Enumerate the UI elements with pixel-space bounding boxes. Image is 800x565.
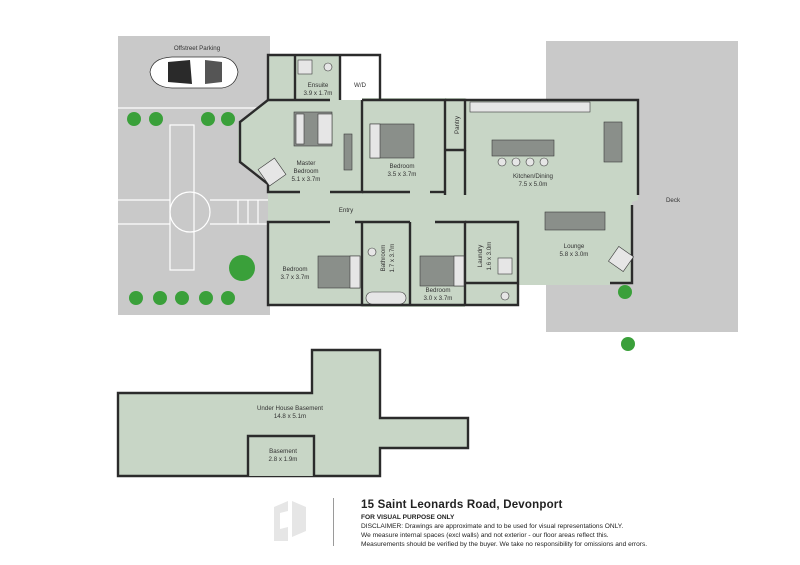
parking-gate (95, 47, 118, 99)
bedroom3-label: Bedroom (282, 266, 307, 273)
bathroom-label: Bathroom (380, 245, 387, 272)
kitchen-island-icon (491, 139, 555, 157)
deck-label: Deck (666, 197, 681, 204)
basement-big-label: Under House Basement (257, 405, 323, 412)
bedroom2-dims: 3.5 x 3.7m (388, 171, 417, 178)
car-icon (149, 56, 239, 89)
bedroom2-label: Bedroom (389, 163, 414, 170)
kitchen-dims: 7.5 x 5.0m (519, 181, 548, 188)
pantry-label: Pantry (454, 115, 461, 134)
laundry-dims: 1.6 x 3.0m (486, 242, 493, 271)
bedroom4-label: Bedroom (425, 287, 450, 294)
footer-divider (333, 498, 334, 546)
side-step (616, 305, 638, 332)
sofa-icon (544, 211, 606, 231)
disclaimer-line-1: DISCLAIMER: Drawings are approximate and… (361, 523, 624, 530)
bedroom4-dims: 3.0 x 3.7m (424, 295, 453, 302)
house-floor (238, 53, 640, 307)
lounge-label: Lounge (564, 243, 585, 250)
wd-label: W/D (354, 82, 367, 89)
master-label-2: Bedroom (293, 168, 318, 175)
visual-purpose-note: FOR VISUAL PURPOSE ONLY (361, 514, 455, 521)
ensuite-dims: 3.9 x 1.7m (304, 90, 333, 97)
master-dims: 5.1 x 3.7m (292, 176, 321, 183)
stools-icon (497, 157, 549, 167)
disclaimer-line-3: Measurements should be verified by the b… (361, 541, 648, 548)
wardrobe-icon (343, 133, 353, 171)
kitchen-bench-icon (469, 101, 591, 113)
bedroom3-bed-icon (317, 255, 361, 289)
dining-table-icon (603, 121, 623, 163)
disclaimer-line-2: We measure internal spaces (excl walls) … (361, 532, 609, 539)
offstreet-parking-label: Offstreet Parking (174, 45, 221, 52)
ensuite-basin-icon (323, 62, 333, 72)
lounge-dims: 5.8 x 3.0m (560, 251, 589, 258)
bathroom-basin-icon (367, 247, 377, 257)
kitchen-label: Kitchen/Dining (513, 173, 553, 180)
laundry-tub-icon (497, 257, 513, 275)
basement-small-label: Basement (269, 448, 297, 455)
armchair-icon (257, 157, 287, 187)
entry-label: Entry (339, 207, 354, 214)
garden-plants (127, 112, 635, 351)
company-logo-icon (274, 501, 306, 541)
bedroom2-bed-icon (369, 123, 415, 159)
master-bed-icon (293, 111, 333, 147)
basement-big-dims: 14.8 x 5.1m (274, 413, 306, 420)
laundry-label: Laundry (477, 244, 484, 267)
master-label-1: Master (297, 160, 316, 167)
basement-small-dims: 2.8 x 1.9m (269, 456, 298, 463)
shower-icon (297, 59, 313, 75)
lounge-chair-icon (608, 246, 634, 272)
bedroom3-dims: 3.7 x 3.7m (281, 274, 310, 281)
room-labels: Offstreet Parking Ensuite 3.9 x 1.7m W/D… (174, 45, 681, 463)
property-address: 15 Saint Leonards Road, Devonport (361, 499, 563, 511)
toilet-icon (500, 291, 510, 301)
ensuite-label: Ensuite (308, 82, 329, 89)
bathroom-dims: 1.7 x 3.7m (389, 244, 396, 273)
basement-floor (116, 348, 470, 478)
garden-paths (118, 107, 270, 271)
bedroom4-bed-icon (419, 255, 465, 287)
bath-icon (365, 291, 407, 305)
